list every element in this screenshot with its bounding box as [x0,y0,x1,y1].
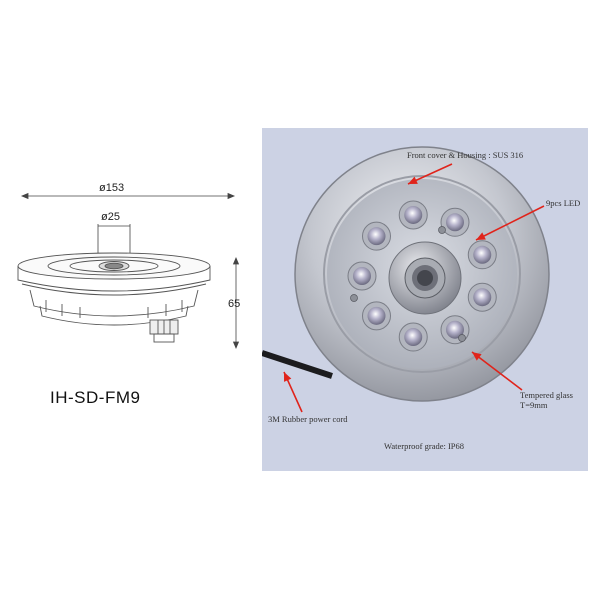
product-photo: Front cover & Housing : SUS 316 9pcs LED… [262,128,588,471]
callout-arrow-line [475,205,545,241]
led-lens [473,288,492,307]
callout-front-cover: Front cover & Housing : SUS 316 [407,150,524,160]
callout-glass-line2: T=9mm [520,400,548,410]
callout-glass-line1: Tempered glass [520,390,573,400]
led-lens [404,328,423,347]
callout-arrow-line [471,351,523,391]
callout-arrow-head [472,352,482,361]
led-lens [404,205,423,224]
led-lens [367,306,386,325]
led-lens [353,267,371,285]
callout-arrow-head [476,232,486,240]
fixture-outline [17,252,211,343]
led-lens [367,227,386,246]
led-lens [446,213,464,232]
technical-drawing: ø153 ø25 65 [0,0,260,600]
screw [350,294,358,302]
model-number: IH-SD-FM9 [50,388,141,407]
callout-arrows [283,163,545,413]
screw [438,226,446,234]
callout-waterproof: Waterproof grade: IP68 [384,441,465,451]
led-lens [473,245,492,264]
height-dimension [232,256,240,350]
outer-diameter-label: ø153 [99,182,125,194]
callout-power-cord: 3M Rubber power cord [268,414,348,424]
led-ring [347,200,497,352]
outer-diameter-dimension [20,192,236,200]
inner-diameter-label: ø25 [101,211,120,223]
power-cord [262,350,333,379]
callout-led: 9pcs LED [546,198,581,208]
callout-arrow-head [408,176,418,184]
callout-arrow-head [284,372,292,382]
drawing-svg [17,192,240,350]
height-label: 65 [228,298,241,310]
screw [458,334,466,342]
fixture-photo-svg [262,146,550,413]
led-lens [446,320,464,339]
